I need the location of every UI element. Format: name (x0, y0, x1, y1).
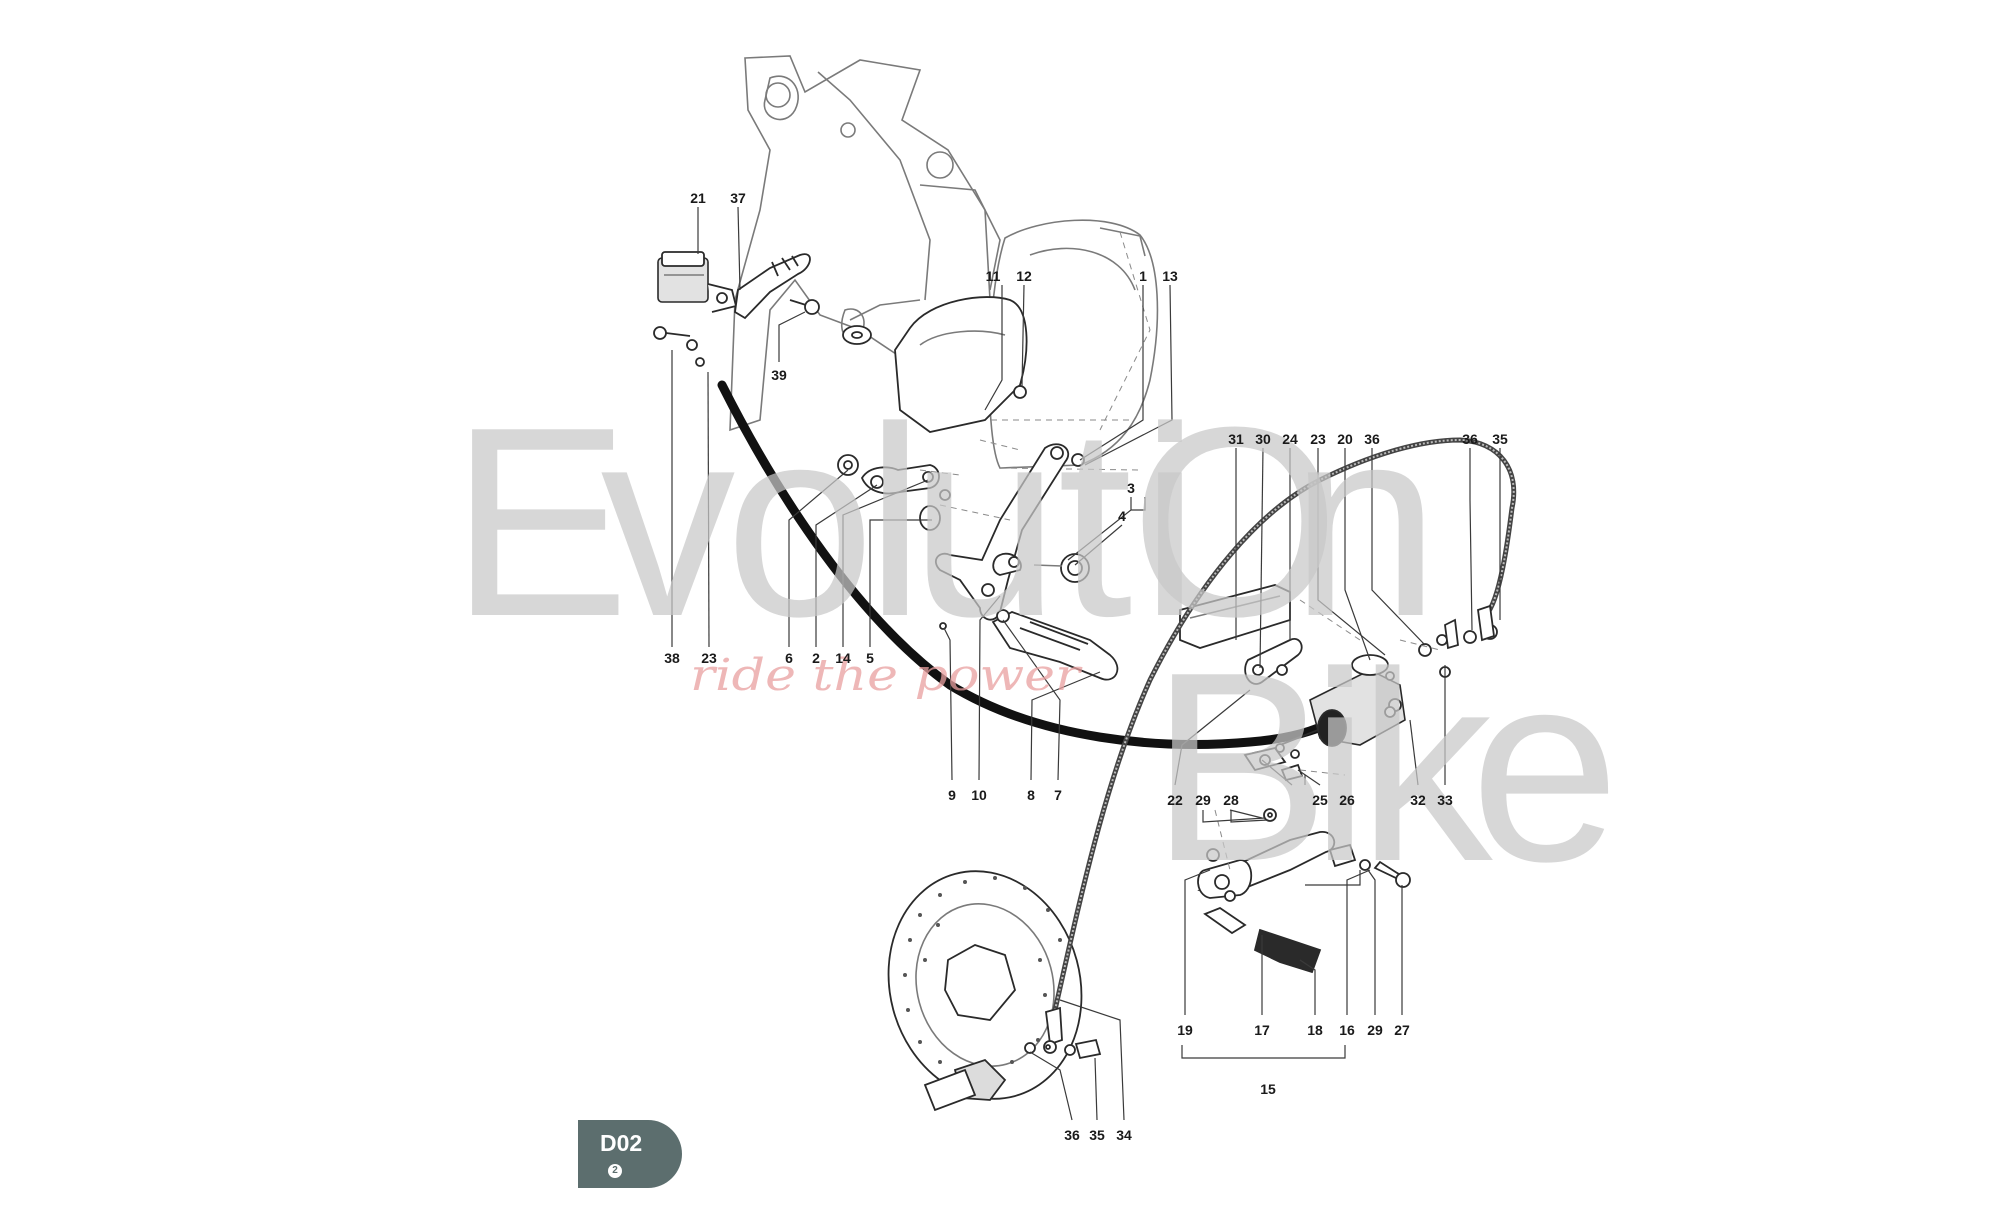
part-21-reservoir (657, 251, 738, 313)
callout-39: 39 (771, 367, 787, 383)
page-number: 2 (608, 1164, 622, 1178)
leader-lines (671, 206, 1501, 1121)
part-34-brake-line (1024, 437, 1517, 1060)
callout-10: 10 (971, 787, 987, 803)
brake-hose (717, 380, 1340, 749)
callout-6: 6 (785, 650, 793, 666)
callout-9: 9 (948, 787, 956, 803)
watermark-slogan: ride the power (690, 650, 1084, 701)
callout-34: 34 (1116, 1127, 1132, 1143)
callout-36-right: 36 (1462, 431, 1478, 447)
watermark-letter: k (1358, 617, 1497, 918)
callout-26: 26 (1339, 792, 1355, 808)
callout-30: 30 (1255, 431, 1271, 447)
callout-16: 16 (1339, 1022, 1355, 1038)
callout-27: 27 (1394, 1022, 1410, 1038)
callout-20: 20 (1337, 431, 1353, 447)
callout-1: 1 (1139, 268, 1147, 284)
watermark-letter: i (1140, 372, 1200, 673)
callout-4: 4 (1118, 508, 1126, 524)
section-code: D02 (600, 1130, 643, 1156)
callout-11: 11 (986, 268, 1001, 284)
watermark-letter: o (725, 372, 875, 673)
callout-23-left: 23 (701, 650, 717, 666)
part-38-bolt (653, 326, 705, 367)
watermark-letter: i (1310, 617, 1370, 918)
callout-29-bottom: 29 (1367, 1022, 1383, 1038)
watermark-letter: n (1290, 372, 1440, 673)
watermark-letter: u (910, 372, 1060, 673)
callout-17: 17 (1254, 1022, 1270, 1038)
callout-22: 22 (1167, 792, 1183, 808)
part-39-bolt (789, 299, 820, 315)
watermark-letter: v (601, 372, 736, 673)
callout-33: 33 (1437, 792, 1453, 808)
callout-14: 14 (835, 650, 851, 666)
watermark-letter: B (1150, 617, 1330, 918)
callout-19: 19 (1177, 1022, 1193, 1038)
callout-38: 38 (664, 650, 680, 666)
callout-15: 15 (1260, 1081, 1276, 1097)
callout-3: 3 (1127, 480, 1135, 496)
callouts: 21 37 39 11 12 1 13 3 4 38 23 6 2 14 5 9… (664, 190, 1508, 1143)
watermark: E v o l u t i O n B i k e ride the power (450, 372, 1620, 918)
callout-37: 37 (730, 190, 746, 206)
callout-8: 8 (1027, 787, 1035, 803)
watermark-letter: t (1057, 372, 1133, 673)
section-badge: D02 2 (578, 1120, 682, 1188)
watermark-letter: O (1130, 372, 1340, 673)
watermark-letter: E (450, 372, 630, 673)
callout-36-top: 36 (1364, 431, 1380, 447)
callout-25: 25 (1312, 792, 1328, 808)
pedal-linkage (837, 439, 1119, 681)
callout-24: 24 (1282, 431, 1298, 447)
callout-29-top: 29 (1195, 792, 1211, 808)
callout-28: 28 (1223, 792, 1239, 808)
callout-21: 21 (690, 190, 706, 206)
callout-36-bottom: 36 (1064, 1127, 1080, 1143)
part-37-bracket (734, 253, 811, 320)
callout-2: 2 (812, 650, 820, 666)
callout-35-right: 35 (1492, 431, 1508, 447)
brake-disc (887, 870, 1083, 1112)
watermark-letter: e (1470, 617, 1620, 918)
callout-35-bottom: 35 (1089, 1127, 1105, 1143)
callout-31: 31 (1228, 431, 1244, 447)
rear-brake-pedal (1197, 808, 1411, 974)
callout-13: 13 (1162, 268, 1178, 284)
callout-23-right: 23 (1310, 431, 1326, 447)
watermark-letter: l (865, 372, 925, 673)
frame-outline (729, 55, 1001, 432)
callout-32: 32 (1410, 792, 1426, 808)
part-11-cover (842, 296, 1028, 433)
callout-12: 12 (1016, 268, 1032, 284)
callout-18: 18 (1307, 1022, 1323, 1038)
callout-7: 7 (1054, 787, 1062, 803)
callout-5: 5 (866, 650, 874, 666)
rear-master-cylinder (1179, 584, 1498, 782)
